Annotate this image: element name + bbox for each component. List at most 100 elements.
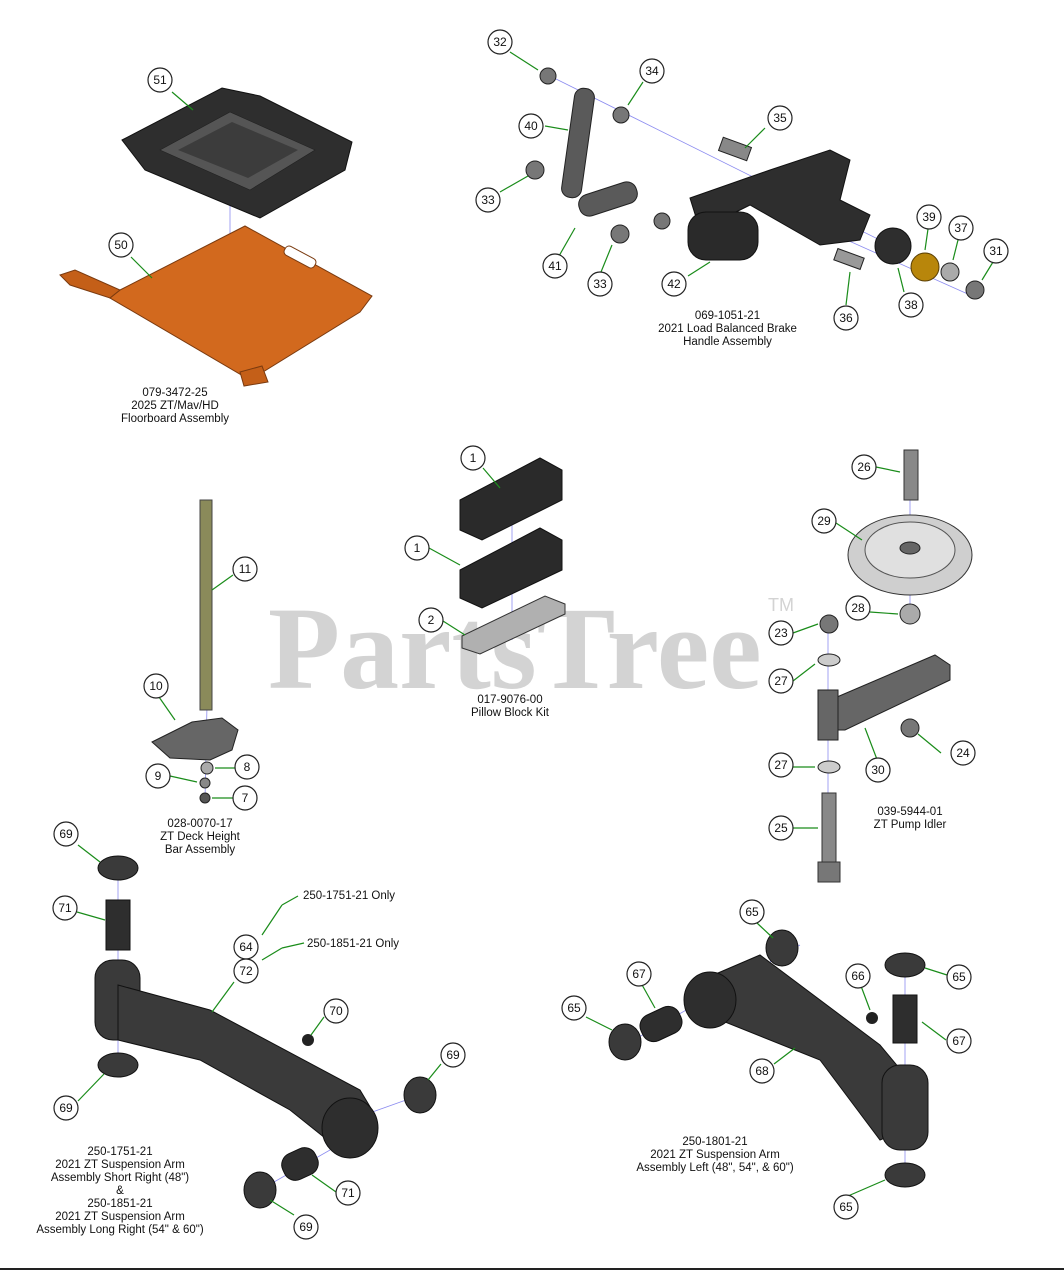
svg-text:2: 2 xyxy=(428,613,435,627)
callout-33b[interactable]: 33 xyxy=(587,271,613,297)
callout-65d[interactable]: 65 xyxy=(833,1194,859,1220)
svg-text:69: 69 xyxy=(446,1048,460,1062)
callout-65b[interactable]: 65 xyxy=(946,964,972,990)
idler-arm[interactable] xyxy=(829,654,951,731)
svg-text:71: 71 xyxy=(58,901,72,915)
svg-text:65: 65 xyxy=(952,970,966,984)
callout-69d[interactable]: 69 xyxy=(293,1214,319,1240)
callout-29[interactable]: 29 xyxy=(811,508,837,534)
suspension-left-drawing xyxy=(608,929,929,1188)
callout-51[interactable]: 51 xyxy=(147,67,173,93)
svg-text:69: 69 xyxy=(299,1220,313,1234)
svg-text:25: 25 xyxy=(774,821,788,835)
callout-11[interactable]: 11 xyxy=(232,556,258,582)
callout-24[interactable]: 24 xyxy=(950,740,976,766)
callout-68[interactable]: 68 xyxy=(749,1058,775,1084)
svg-text:9: 9 xyxy=(155,769,162,783)
idler-bolt-top[interactable] xyxy=(903,449,919,501)
callout-32[interactable]: 32 xyxy=(487,29,513,55)
pillow-block-drawing xyxy=(459,457,566,655)
svg-text:67: 67 xyxy=(632,967,646,981)
callout-27b[interactable]: 27 xyxy=(768,752,794,778)
brake-link-bar[interactable] xyxy=(560,87,595,199)
svg-text:27: 27 xyxy=(774,674,788,688)
callout-27a[interactable]: 27 xyxy=(768,668,794,694)
footer-rule xyxy=(0,1268,1064,1270)
callout-25[interactable]: 25 xyxy=(768,815,794,841)
pillow-block-upper[interactable] xyxy=(459,457,563,541)
callout-64[interactable]: 64 xyxy=(233,934,259,960)
callout-34[interactable]: 34 xyxy=(639,58,665,84)
svg-text:11: 11 xyxy=(239,562,252,576)
svg-text:42: 42 xyxy=(667,277,681,291)
deck-height-rod[interactable] xyxy=(199,499,213,711)
callout-2[interactable]: 2 xyxy=(418,607,444,633)
callout-10[interactable]: 10 xyxy=(143,673,169,699)
callout-33a[interactable]: 33 xyxy=(475,187,501,213)
svg-text:72: 72 xyxy=(239,964,253,978)
callout-69b[interactable]: 69 xyxy=(440,1042,466,1068)
idler-bolt-bottom[interactable] xyxy=(821,792,837,866)
callout-65c[interactable]: 65 xyxy=(561,995,587,1021)
svg-text:70: 70 xyxy=(329,1004,343,1018)
callout-71a[interactable]: 71 xyxy=(52,895,78,921)
svg-text:7: 7 xyxy=(242,791,249,805)
callout-9[interactable]: 9 xyxy=(145,763,171,789)
caption-floorboard: 079-3472-25 2025 ZT/Mav/HD Floorboard As… xyxy=(120,387,230,425)
callout-50[interactable]: 50 xyxy=(108,232,134,258)
caption-pillow-block: 017-9076-00 Pillow Block Kit xyxy=(471,694,549,719)
callout-71b[interactable]: 71 xyxy=(335,1180,361,1206)
svg-text:69: 69 xyxy=(59,1101,73,1115)
callout-69a[interactable]: 69 xyxy=(53,821,79,847)
callout-28[interactable]: 28 xyxy=(845,595,871,621)
callout-7[interactable]: 7 xyxy=(232,785,258,811)
caption-brake-handle: 069-1051-21 2021 Load Balanced Brake Han… xyxy=(658,310,797,348)
svg-text:24: 24 xyxy=(956,746,970,760)
callout-38[interactable]: 38 xyxy=(898,292,924,318)
callout-67b[interactable]: 67 xyxy=(946,1028,972,1054)
caption-suspension-right: 250-1751-21 2021 ZT Suspension Arm Assem… xyxy=(36,1146,204,1236)
svg-text:35: 35 xyxy=(773,111,787,125)
callout-1a[interactable]: 1 xyxy=(460,445,486,471)
callout-26[interactable]: 26 xyxy=(851,454,877,480)
svg-text:33: 33 xyxy=(593,277,607,291)
callout-70[interactable]: 70 xyxy=(323,998,349,1024)
pump-idler-drawing xyxy=(817,449,973,883)
callout-39[interactable]: 39 xyxy=(916,204,942,230)
svg-text:32: 32 xyxy=(493,35,507,49)
callout-35[interactable]: 35 xyxy=(767,105,793,131)
callout-65a[interactable]: 65 xyxy=(739,899,765,925)
callout-66[interactable]: 66 xyxy=(845,963,871,989)
watermark-text: PartsTree xyxy=(268,583,762,714)
callout-67a[interactable]: 67 xyxy=(626,961,652,987)
callout-42[interactable]: 42 xyxy=(661,271,687,297)
callout-36[interactable]: 36 xyxy=(833,305,859,331)
callout-37[interactable]: 37 xyxy=(948,215,974,241)
callout-41[interactable]: 41 xyxy=(542,253,568,279)
svg-text:65: 65 xyxy=(567,1001,581,1015)
brake-handle-assembly-drawing xyxy=(525,67,985,300)
svg-text:10: 10 xyxy=(149,679,163,693)
svg-text:69: 69 xyxy=(59,827,73,841)
callout-1b[interactable]: 1 xyxy=(404,535,430,561)
svg-text:68: 68 xyxy=(755,1064,769,1078)
callout-40[interactable]: 40 xyxy=(518,113,544,139)
svg-text:27: 27 xyxy=(774,758,788,772)
svg-text:65: 65 xyxy=(839,1200,853,1214)
svg-text:40: 40 xyxy=(524,119,538,133)
floorboard-plate[interactable] xyxy=(109,225,373,381)
callout-23[interactable]: 23 xyxy=(768,620,794,646)
callouts: 51 50 32 34 40 35 33 41 33 42 39 37 31 3… xyxy=(52,29,1009,1240)
callout-31[interactable]: 31 xyxy=(983,238,1009,264)
pillow-block-lower[interactable] xyxy=(459,527,563,609)
pillow-block-plate[interactable] xyxy=(461,595,566,655)
callout-72[interactable]: 72 xyxy=(233,958,259,984)
height-plate[interactable] xyxy=(151,717,239,761)
callout-30[interactable]: 30 xyxy=(865,757,891,783)
svg-text:8: 8 xyxy=(244,760,251,774)
callout-8[interactable]: 8 xyxy=(234,754,260,780)
svg-text:67: 67 xyxy=(952,1034,966,1048)
callout-69c[interactable]: 69 xyxy=(53,1095,79,1121)
brake-handle-grip[interactable] xyxy=(687,211,759,261)
